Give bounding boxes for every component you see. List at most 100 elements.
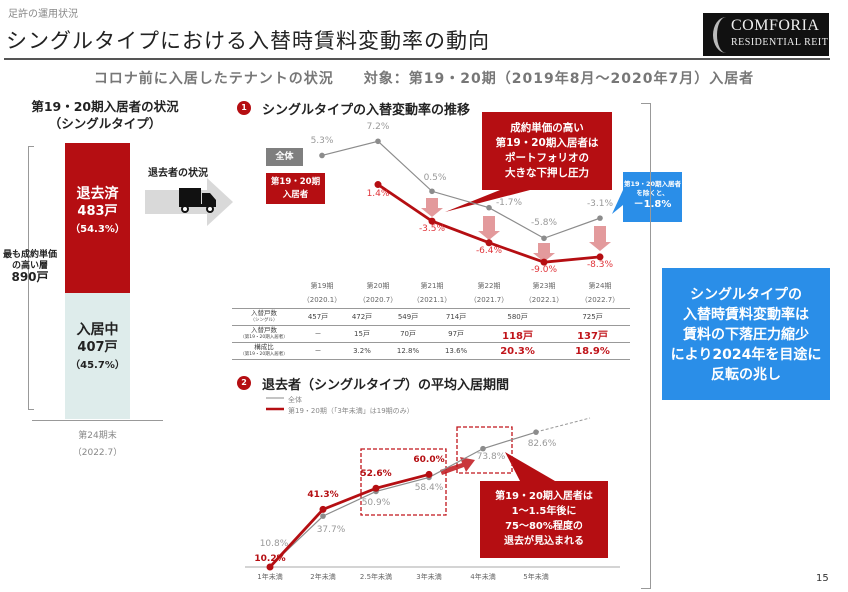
row-label: 構成比（第19・20期入居者） [232,342,296,360]
table-cell: － [296,325,340,343]
callout1-line: ポートフォリオの [505,152,589,164]
chart1-point [541,235,547,242]
bracket-right [641,103,651,589]
callout-expected-moveout: 第19・20期入居者は 1～1.5年後に 75～80%程度の 退去が見込まれる [480,481,608,558]
section1-title: シングルタイプの入替変動率の推移 [262,103,471,118]
chart1-data-label: -5.8% [530,218,558,229]
residing-pct: （45.7%） [70,360,125,371]
bar-period: 第24期末 （2022.7） [60,428,135,462]
highlight-box-4yr [456,426,513,474]
table-cell: 12.8% [384,342,433,360]
headline: コロナ前に入居したテナントの状況 対象：第19・20期（2019年8月～2020… [93,71,755,87]
table-cell: 549戸 [384,308,433,326]
chart1-data-label: -8.3% [586,259,614,270]
chart2-point [480,445,486,452]
right-arrow-icon [145,178,233,226]
table-cell: 70戸 [384,325,433,343]
tick-period: 第20期 [366,282,390,290]
summary-line: により2024年を目途に [670,347,822,363]
table-cell: 13.6% [432,342,481,360]
table-row: 構成比（第19・20期入居者）－3.2%12.8%13.6%20.3%18.9% [232,342,630,360]
chart2-data-label: 73.8% [476,451,506,462]
tick-date: （2021.1） [412,296,452,304]
page-number: 15 [816,573,829,584]
chart2-x-tick: 1年未満 [257,573,283,581]
row-label: 入替戸数（第19・20期入居者） [232,325,296,343]
chart1-data-label: -6.4% [475,245,503,256]
comforia-logo: COMFORIA RESIDENTIAL REIT [703,13,829,56]
chart2-line-19-20 [268,473,430,568]
chart1-line-all [321,140,601,239]
callout1-line: 第19・20期入居者は [495,137,599,149]
chart2-point [319,505,327,513]
chart2-data-label: 50.9% [361,498,391,509]
top-label-line2: の高い層 [11,261,48,271]
chart2-data-label: 37.7% [316,525,346,536]
chart1-point [486,204,492,211]
chart1-x-tick: 第19期（2020.1） [303,279,342,307]
chart2-line-all [269,431,537,567]
chart1-data-label: 5.3% [310,136,334,147]
down-arrow-icon [533,243,555,262]
chart1-point [540,258,548,266]
left-title-line1: 第19・20期入居者の状況 [31,99,179,114]
chart1-data-label: 7.2% [366,122,390,133]
chart1-x-tick: 第22期（2021.7） [470,279,509,307]
row-label-main: 入替戸数 [251,326,277,334]
chart2-point [372,484,380,492]
chart2-data-label: 58.4% [414,483,444,494]
callout1-pointer [445,190,530,212]
period-date: （2022.7） [72,448,123,458]
logo-arc-icon [713,17,739,53]
top-tier-label: 最も成約単価 の高い層 890戸 [0,250,60,283]
row-label-sub: （第19・20期入居者） [240,352,288,357]
left-title-line2: （シングルタイプ） [48,116,162,131]
title-divider [4,58,830,60]
chart1-data-label: -9.0% [530,265,558,276]
chart1-point [428,217,436,225]
tick-date: （2022.7） [580,296,620,304]
chart1-data-label: -3.5% [418,224,446,235]
row-label-sub: （第19・20期入居者） [240,335,288,340]
legend-19-20: 第19・20期 入居者 [266,173,325,204]
chart1-data-label: -3.1% [586,199,614,210]
tick-date: （2022.1） [524,296,564,304]
tick-period: 第24期 [588,282,612,290]
chart1-x-tick: 第20期（2020.7） [359,279,398,307]
left-panel-title: 第19・20期入居者の状況 （シングルタイプ） [20,98,190,132]
chart2-data-label: 41.3% [307,490,339,501]
callout2-line: 75～80%程度の [505,521,583,532]
bracket-left [28,146,34,410]
table-cell: 20.3% [480,342,556,360]
residing-label: 入居中 [76,322,119,338]
table-cell: － [296,342,340,360]
down-arrow-icon [589,226,611,251]
table-cell: 15戸 [340,325,384,343]
blue-callout-line1: 第19・20期入居者 [623,180,682,188]
moved-out-label: 退去済 [76,186,119,202]
chart2-x-tick: 4年未満 [470,573,496,581]
chart2-point [320,513,326,519]
bar-baseline [32,420,163,421]
chart2-data-label: 52.6% [360,469,392,480]
row-label-sub: （シングル） [250,318,278,323]
section2-number-badge: 2 [237,376,251,390]
tick-date: （2020.1） [302,296,342,304]
logo-line1: COMFORIA [731,17,820,34]
table-cell: 97戸 [432,325,481,343]
callout2-pointer [505,452,555,481]
period-label: 第24期末 [78,431,117,441]
chart2-data-label: 60.0% [413,455,445,466]
chart2-x-tick: 5年未満 [523,573,549,581]
callout2-line: 退去が見込まれる [504,536,584,547]
page-title: シングルタイプにおける入替時賃料変動率の動向 [6,29,490,53]
chart1-data-label: 1.4% [366,188,390,199]
legend2-red: 第19・20期（「3年未満」は19期のみ） [288,407,414,415]
chart2-data-label: 82.6% [527,439,557,450]
bar-moved-out: 退去済 483戸 （54.3%） [65,143,130,293]
summary-line: 賃料の下落圧力縮少 [683,327,809,343]
chart2-x-tick: 2.5年未満 [359,573,393,581]
callout1-line: 大きな下押し圧力 [505,167,589,179]
